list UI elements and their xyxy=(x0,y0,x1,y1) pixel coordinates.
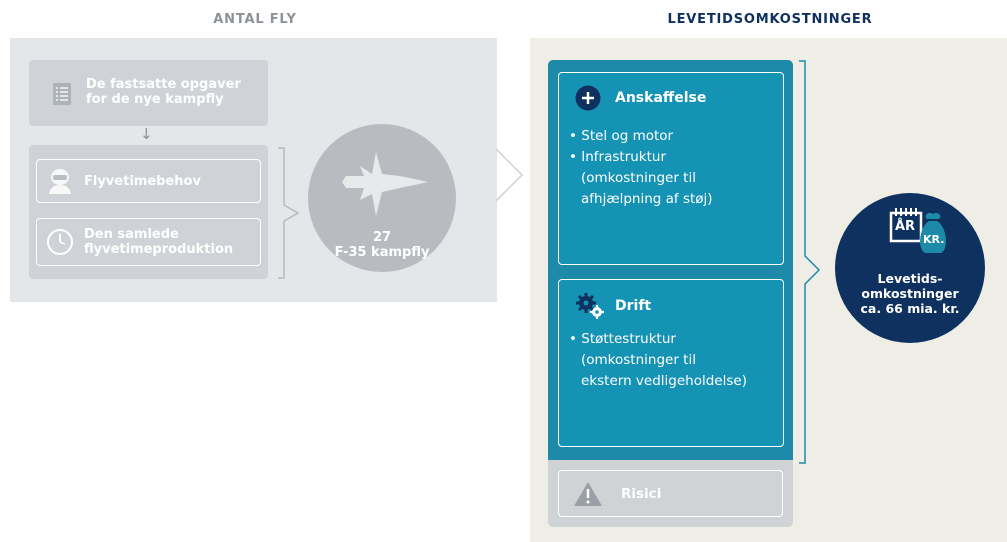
aircraft-result-circle: 27 F-35 kampfly xyxy=(308,124,456,272)
input-flyvetimeproduktion-label: Den samlede flyvetimeproduktion xyxy=(84,227,234,257)
bullet-sub: (omkostninger til xyxy=(581,170,696,186)
fighter-jet-icon xyxy=(342,152,428,216)
risk-label: Risici xyxy=(621,485,662,502)
clock-icon xyxy=(47,229,73,255)
bullet-text: Støttestruktur xyxy=(581,331,676,347)
total-line2: omkostninger xyxy=(861,286,959,301)
total-line1: Levetids- xyxy=(877,271,943,286)
input-flyvetimebehov-label: Flyvetimebehov xyxy=(84,173,201,189)
inputs-group xyxy=(29,145,268,279)
input-flyvetimebehov: Flyvetimebehov xyxy=(36,159,261,203)
total-line3: ca. 66 mia. kr. xyxy=(860,301,960,316)
anskaffelse-title: Anskaffelse xyxy=(615,90,707,106)
down-arrow: ↓ xyxy=(140,125,153,143)
bullet-sub: afhjælpning af støj) xyxy=(581,191,713,207)
input-flyvetimeproduktion: Den samlede flyvetimeproduktion xyxy=(36,218,261,266)
plus-icon xyxy=(575,85,601,111)
aircraft-label: F-35 kampfly xyxy=(334,245,430,260)
pilot-icon xyxy=(49,169,71,194)
bullet-text: Stel og motor xyxy=(581,128,674,144)
bullet-item: • Støttestruktur xyxy=(569,331,676,347)
bullet-text: Infrastruktur xyxy=(581,149,667,165)
task-box: De fastsatte opgaver for de nye kampfly xyxy=(29,60,268,126)
bullet-sub: (omkostninger til xyxy=(581,352,696,368)
right-section-title: LEVETIDSOMKOSTNINGER xyxy=(667,12,873,27)
anskaffelse-box: Anskaffelse • Stel og motor • Infrastruk… xyxy=(558,72,784,265)
task-box-text: De fastsatte opgaver for de nye kampfly xyxy=(86,77,241,107)
document-list-icon xyxy=(53,83,71,105)
left-section-title: ANTAL FLY xyxy=(213,12,297,27)
cost-bracket xyxy=(799,60,821,464)
bullet-sub: ekstern vedligeholdelse) xyxy=(581,373,747,389)
inputs-bracket xyxy=(278,147,300,279)
panel-connector-chevron-icon xyxy=(495,148,524,202)
money-bag-currency-label: KR. xyxy=(923,233,945,246)
drift-box: Drift • Støttestruktur (omkostninger til… xyxy=(558,279,784,447)
bullet-item: • Infrastruktur xyxy=(569,149,667,165)
drift-title: Drift xyxy=(615,298,652,314)
gears-icon xyxy=(576,293,604,319)
calendar-year-label: ÅR xyxy=(895,219,916,234)
total-cost-circle: ÅR KR. Levetids- omkostninger ca. 66 mia… xyxy=(835,193,985,343)
drift-bullets: • Støttestruktur (omkostninger til ekste… xyxy=(569,329,747,392)
warning-icon xyxy=(574,481,602,506)
bullet-item: • Stel og motor xyxy=(569,128,674,144)
aircraft-count: 27 xyxy=(372,230,392,245)
anskaffelse-bullets: • Stel og motor • Infrastruktur (omkostn… xyxy=(569,126,713,210)
calendar-money-bag-icon xyxy=(889,208,946,253)
risk-box: Risici xyxy=(558,470,783,517)
